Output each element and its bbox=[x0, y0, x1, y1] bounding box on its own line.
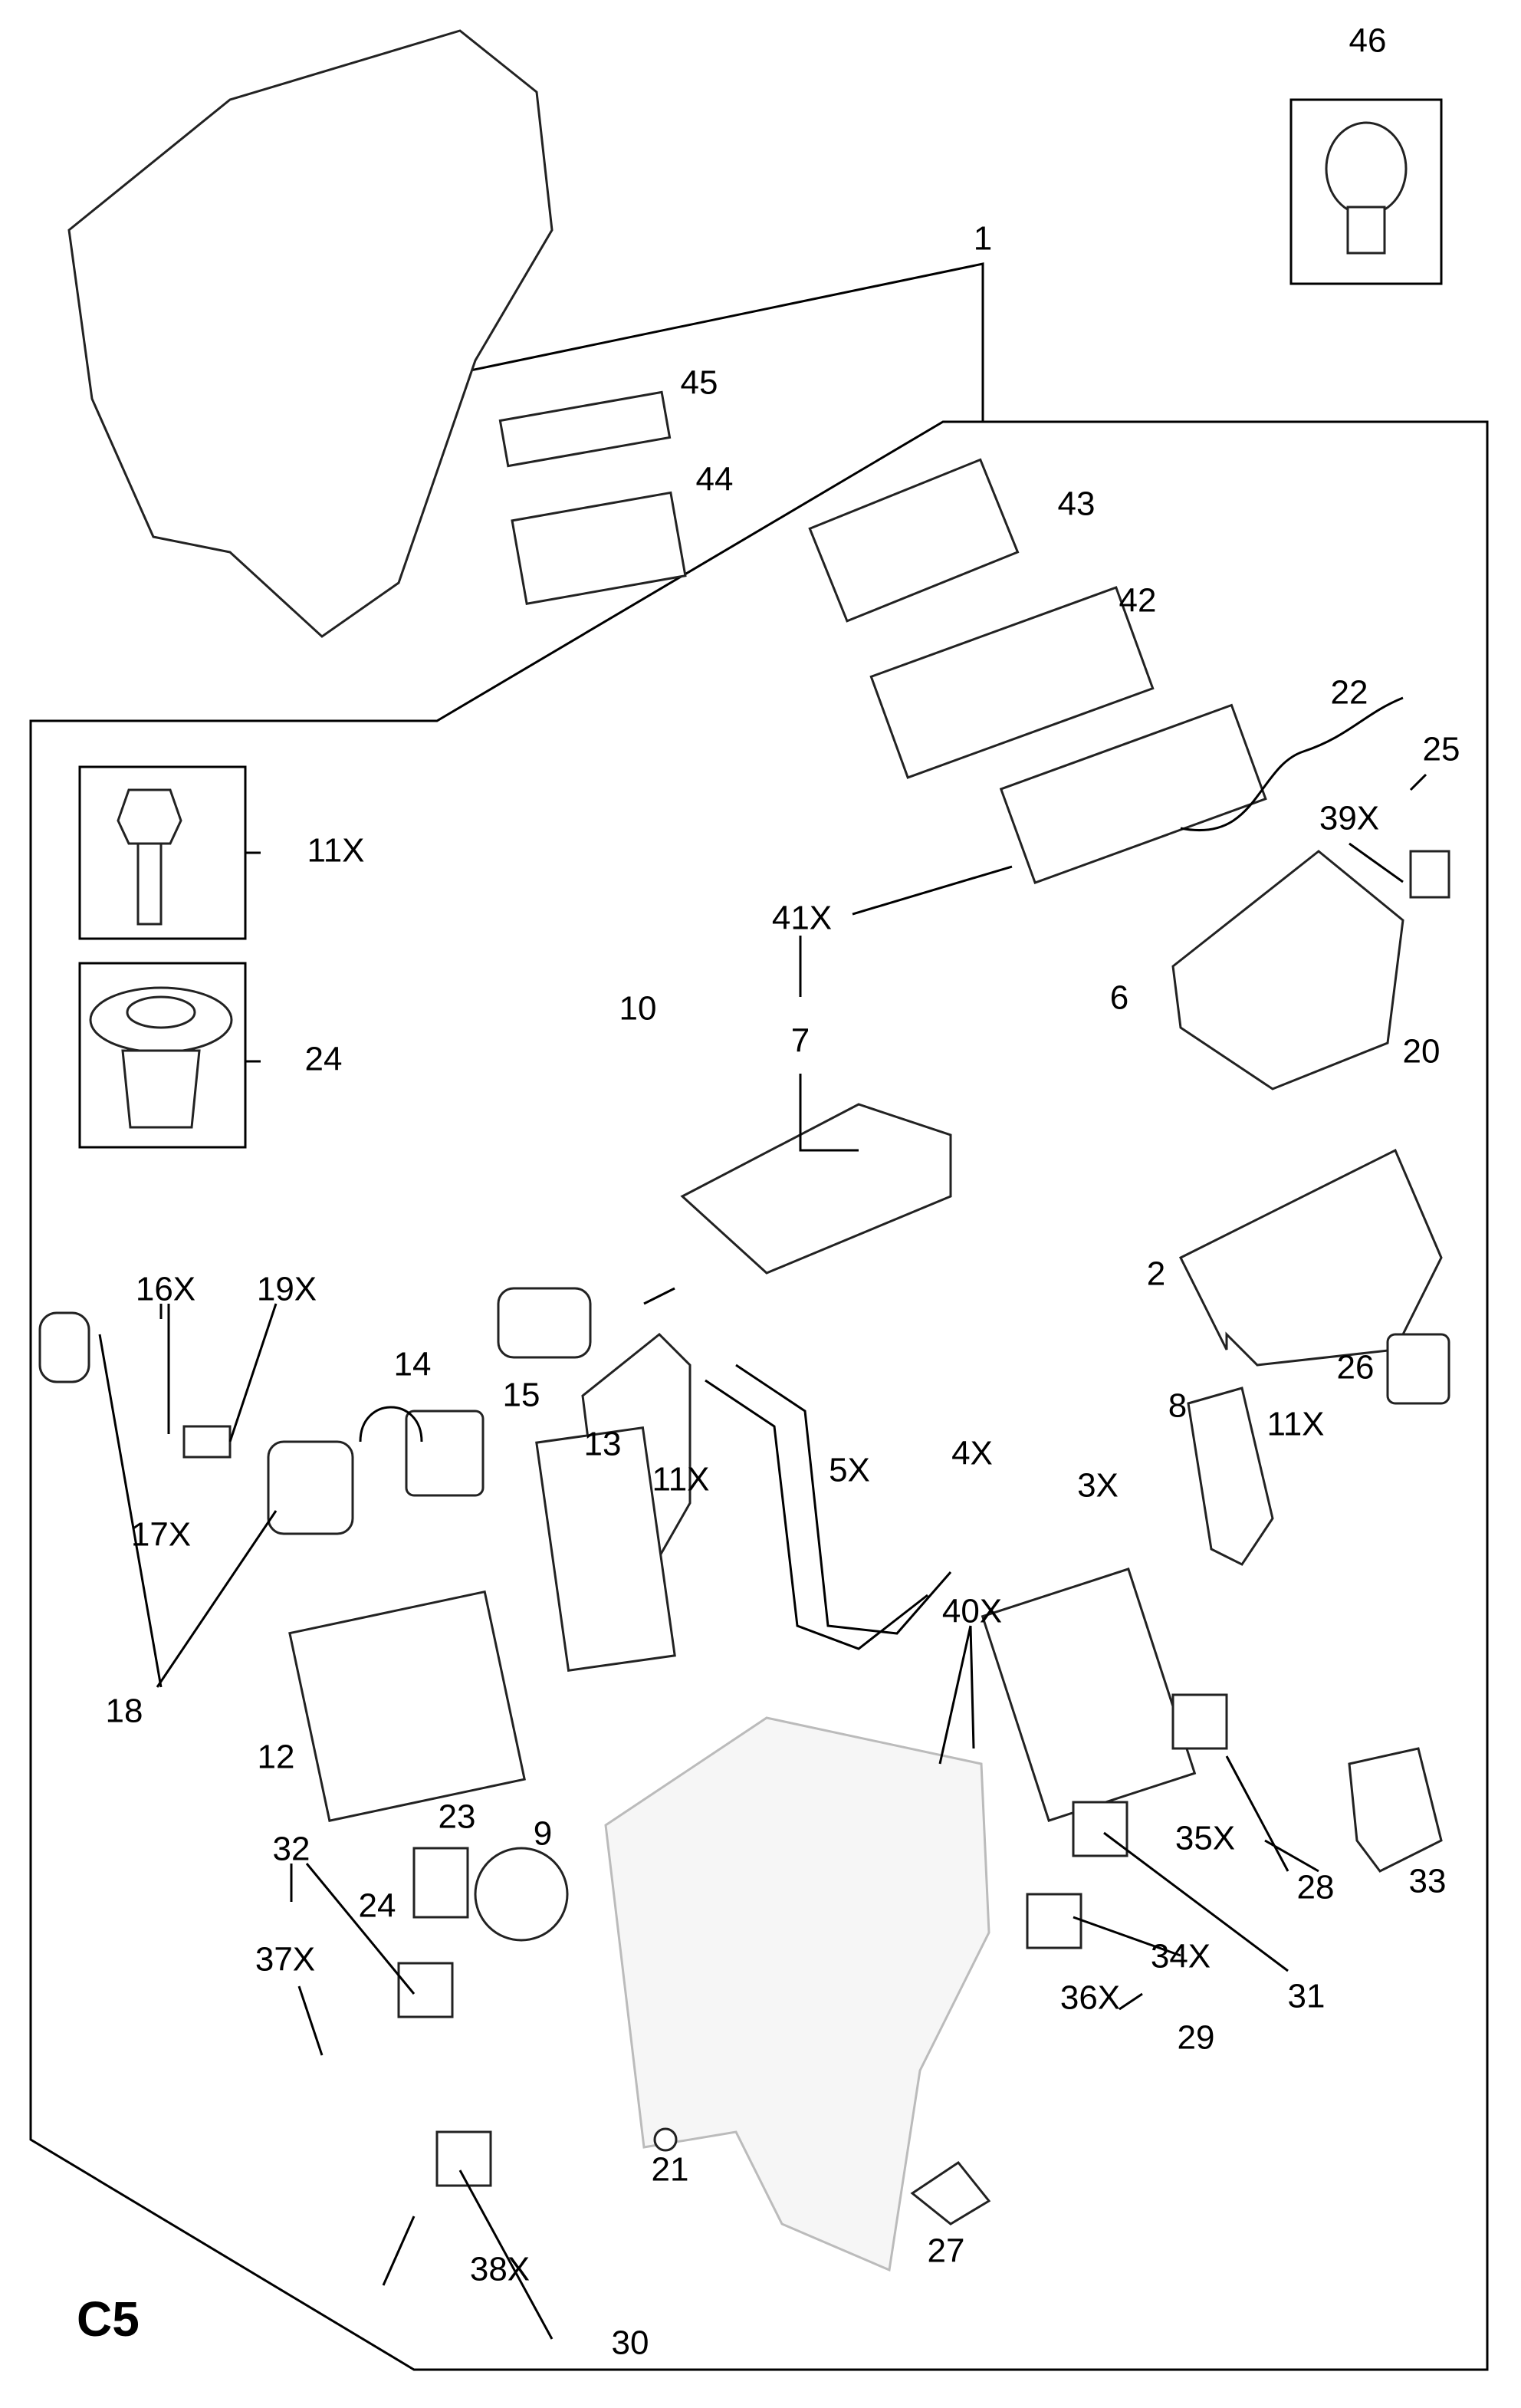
part-label-28: 28 bbox=[1297, 1869, 1335, 1906]
part-28 bbox=[1171, 1693, 1228, 1750]
part-label-29: 29 bbox=[1178, 2019, 1215, 2057]
part-label-46: 46 bbox=[1349, 22, 1387, 60]
part-10-blower bbox=[497, 1287, 592, 1359]
part-label-38x: 38X bbox=[470, 2251, 530, 2288]
part-43-filter bbox=[808, 458, 1020, 623]
part-label-5x: 5X bbox=[829, 1452, 870, 1489]
part-5X-pipes bbox=[705, 1364, 952, 1650]
part-label-9: 9 bbox=[534, 1815, 552, 1853]
part-label-8: 8 bbox=[1168, 1387, 1187, 1425]
bolt-head bbox=[117, 788, 182, 845]
part-label-26: 26 bbox=[1337, 1349, 1375, 1387]
part-label-3x: 3X bbox=[1077, 1467, 1119, 1505]
part-label-18: 18 bbox=[106, 1693, 143, 1730]
part-label-11x: 11X bbox=[652, 1461, 709, 1498]
part-12-evaporator bbox=[288, 1590, 526, 1822]
part-label-1: 1 bbox=[974, 220, 992, 258]
part-label-4x: 4X bbox=[951, 1435, 993, 1472]
part-label-33: 33 bbox=[1409, 1863, 1447, 1900]
bulb-part bbox=[1325, 121, 1408, 216]
part-label-14: 14 bbox=[394, 1346, 432, 1383]
part-label-43: 43 bbox=[1058, 485, 1096, 523]
part-23 bbox=[412, 1847, 469, 1919]
part-7-seal bbox=[680, 1103, 952, 1275]
part-26 bbox=[1386, 1333, 1450, 1405]
grommet-body bbox=[121, 1049, 201, 1129]
section-code: C5 bbox=[77, 2291, 140, 2347]
bolt-shaft bbox=[136, 842, 163, 926]
part-21-screw bbox=[653, 2127, 678, 2152]
part-44 bbox=[511, 491, 687, 605]
part-9-drum bbox=[474, 1847, 569, 1942]
part-label-31: 31 bbox=[1288, 1978, 1326, 2015]
part-label-41x: 41X bbox=[772, 900, 832, 937]
part-label-42: 42 bbox=[1119, 582, 1157, 620]
part-6-housing bbox=[1171, 850, 1404, 1091]
bulb-base bbox=[1346, 206, 1386, 255]
part-2-blower-housing bbox=[1178, 1148, 1443, 1367]
part-33 bbox=[1348, 1747, 1443, 1873]
hvac-assembly-ghost bbox=[604, 1716, 990, 2272]
part-25 bbox=[1409, 850, 1450, 899]
leader-1 bbox=[444, 262, 984, 422]
leader-lines bbox=[98, 773, 1427, 2340]
part-label-40x: 40X bbox=[942, 1593, 1002, 1630]
part-label-6: 6 bbox=[1110, 979, 1128, 1017]
grommet-hole bbox=[126, 995, 196, 1029]
part-18-valve bbox=[267, 1440, 354, 1535]
part-18-seal bbox=[38, 1311, 90, 1383]
part-label-11x: 11X bbox=[1266, 1406, 1324, 1443]
part-label-13: 13 bbox=[584, 1426, 622, 1463]
part-label-22: 22 bbox=[1331, 674, 1368, 712]
part-label-16x: 16X bbox=[136, 1271, 195, 1308]
part-label-39x: 39X bbox=[1319, 800, 1379, 837]
part-label-44: 44 bbox=[696, 461, 734, 498]
part-label-24: 24 bbox=[359, 1887, 396, 1925]
part-8 bbox=[1187, 1387, 1274, 1566]
bulb-box bbox=[1289, 98, 1443, 285]
leaders bbox=[98, 773, 1427, 2340]
part-3X-heater-core bbox=[981, 1568, 1197, 1822]
part-label-15: 15 bbox=[503, 1377, 540, 1414]
part-15 bbox=[405, 1410, 485, 1497]
part-label-27: 27 bbox=[928, 2232, 965, 2270]
part-label-19x: 19X bbox=[257, 1271, 317, 1308]
part-label-23: 23 bbox=[439, 1798, 476, 1836]
part-45 bbox=[498, 390, 672, 468]
part-27 bbox=[910, 2160, 991, 2225]
part-label-24: 24 bbox=[305, 1041, 343, 1078]
part-22-harness bbox=[1180, 696, 1404, 831]
part-32 bbox=[397, 1962, 454, 2018]
part-label-17x: 17X bbox=[131, 1516, 191, 1554]
part-14-clip bbox=[359, 1406, 423, 1442]
part-label-11x: 11X bbox=[307, 832, 364, 870]
frames bbox=[29, 98, 1489, 2371]
part-17X bbox=[182, 1425, 232, 1459]
part-label-32: 32 bbox=[273, 1831, 310, 1868]
part-13-frame bbox=[535, 1426, 676, 1672]
parts bbox=[38, 29, 1450, 2272]
part-31 bbox=[1072, 1801, 1128, 1857]
part-41X-cover bbox=[999, 703, 1267, 885]
assembly-outline bbox=[29, 420, 1489, 2371]
part-42-frame bbox=[869, 586, 1155, 779]
part-label-25: 25 bbox=[1423, 731, 1460, 768]
part-labels: 46 1 45 44 43 42 22 25 39X 11X 41X 7 10 6 20 24 2 16X 19X 1… bbox=[106, 22, 1460, 2362]
part-29 bbox=[1026, 1893, 1082, 1949]
grommet-box bbox=[78, 962, 247, 1149]
part-label-21: 21 bbox=[652, 2151, 689, 2189]
part-label-30: 30 bbox=[612, 2324, 649, 2362]
part-label-35x: 35X bbox=[1175, 1820, 1235, 1857]
part-label-45: 45 bbox=[681, 364, 718, 402]
part-label-2: 2 bbox=[1147, 1255, 1165, 1293]
part-label-20: 20 bbox=[1403, 1033, 1441, 1071]
part-label-10: 10 bbox=[619, 990, 657, 1028]
part-label-34x: 34X bbox=[1151, 1938, 1211, 1975]
hvac-assembly-top bbox=[67, 29, 554, 638]
part-label-37x: 37X bbox=[255, 1941, 315, 1979]
part-label-7: 7 bbox=[791, 1022, 810, 1060]
part-label-36x: 36X bbox=[1060, 1979, 1120, 2017]
part-label-12: 12 bbox=[258, 1739, 295, 1776]
